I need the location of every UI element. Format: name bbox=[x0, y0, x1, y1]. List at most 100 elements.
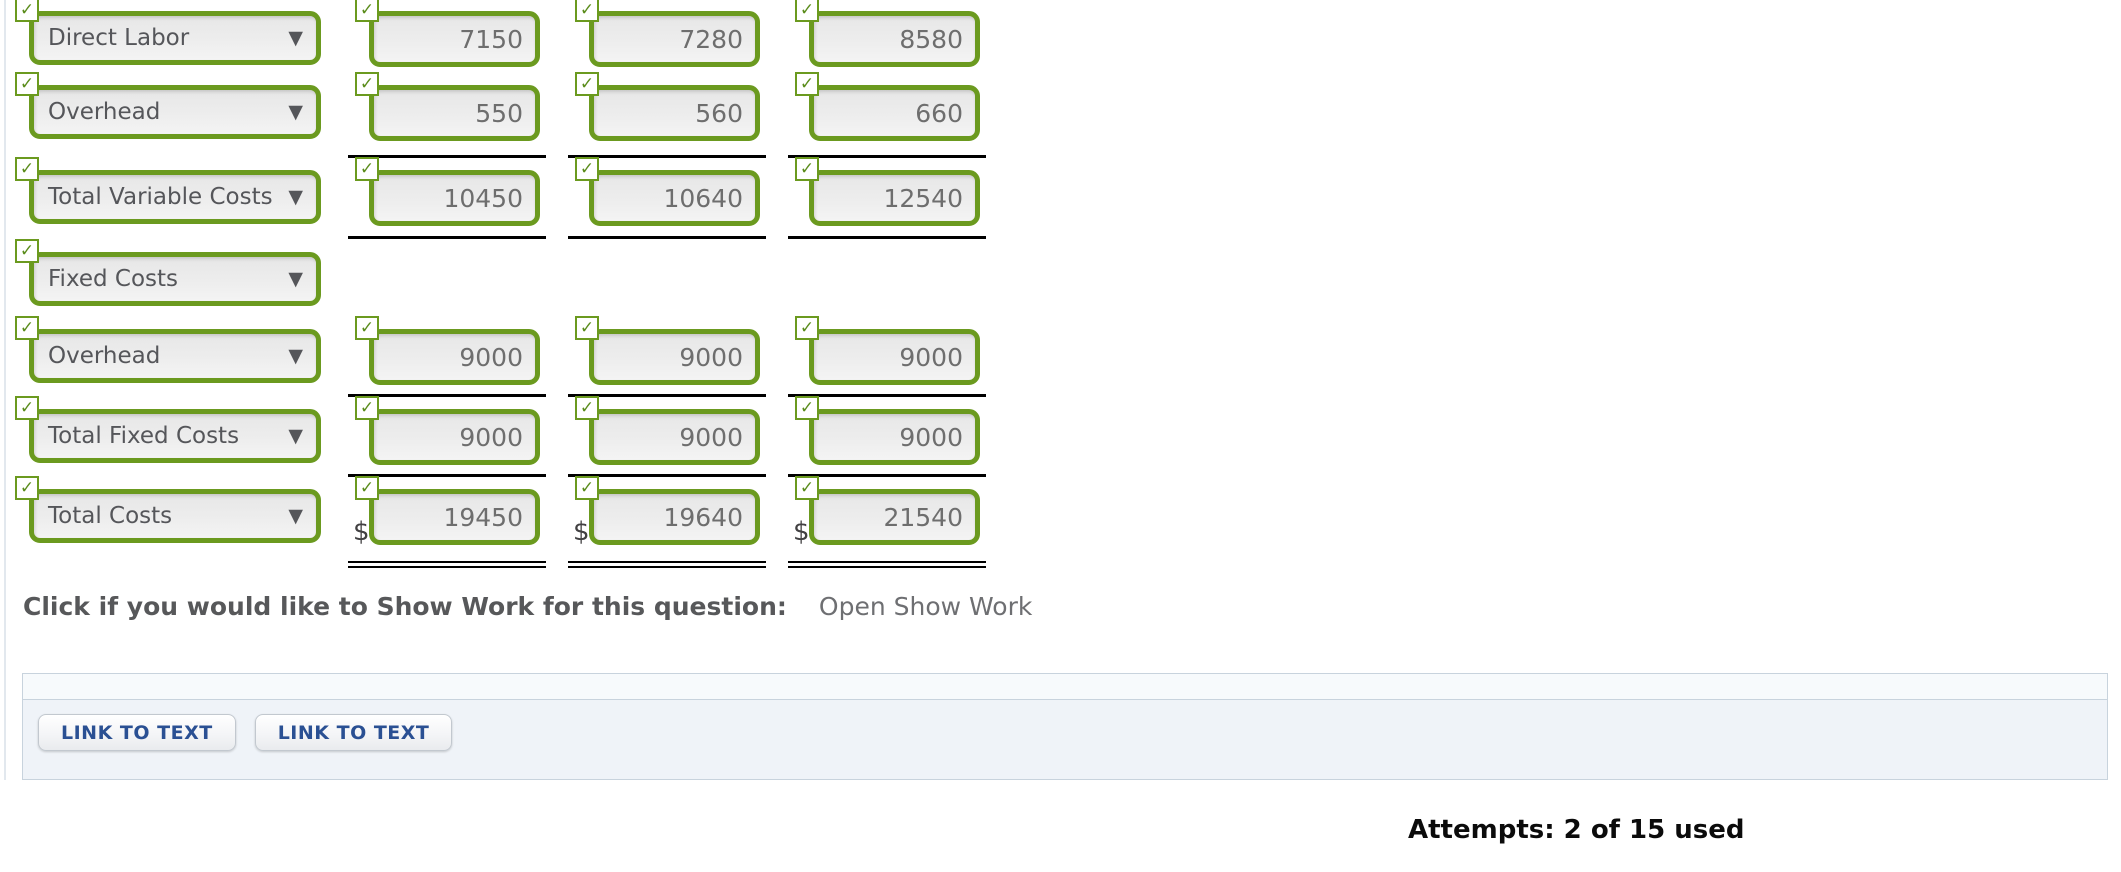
correct-checkmark-icon: ✓ bbox=[355, 396, 379, 420]
amount-input-box bbox=[369, 489, 540, 545]
accounting-underline bbox=[568, 561, 766, 563]
amount-input[interactable] bbox=[594, 494, 755, 540]
correct-checkmark-icon: ✓ bbox=[15, 157, 39, 181]
amount-input[interactable] bbox=[814, 414, 975, 460]
correct-checkmark-icon: ✓ bbox=[15, 239, 39, 263]
amount-input-box bbox=[369, 329, 540, 385]
amount-input[interactable] bbox=[814, 494, 975, 540]
amount-input[interactable] bbox=[374, 175, 535, 221]
correct-checkmark-icon: ✓ bbox=[15, 316, 39, 340]
dollar-sign: $ bbox=[793, 517, 810, 547]
amount-cell: ✓ bbox=[355, 0, 540, 67]
correct-checkmark-icon: ✓ bbox=[575, 0, 599, 22]
select-label: Fixed Costs bbox=[48, 266, 179, 292]
accounting-underline bbox=[348, 566, 546, 568]
amount-input-box bbox=[369, 85, 540, 141]
amount-input[interactable] bbox=[814, 90, 975, 136]
correct-checkmark-icon: ✓ bbox=[575, 157, 599, 181]
amount-cell: ✓ bbox=[795, 0, 980, 67]
question-container-border bbox=[4, 0, 6, 780]
accounting-underline bbox=[788, 474, 986, 477]
correct-checkmark-icon: ✓ bbox=[15, 72, 39, 96]
category-select-total-costs[interactable]: Total Costs▼✓ bbox=[15, 476, 321, 543]
link-to-text-button-2[interactable]: LINK TO TEXT bbox=[254, 714, 453, 751]
correct-checkmark-icon: ✓ bbox=[795, 476, 819, 500]
select-label: Total Variable Costs bbox=[48, 184, 273, 210]
amount-cell: ✓ bbox=[575, 157, 760, 226]
select-label: Total Fixed Costs bbox=[48, 423, 240, 449]
open-show-work-link[interactable]: Open Show Work bbox=[818, 592, 1033, 621]
correct-checkmark-icon: ✓ bbox=[15, 396, 39, 420]
amount-cell: ✓ bbox=[355, 476, 540, 545]
footer-panel-body: LINK TO TEXT LINK TO TEXT bbox=[23, 700, 2107, 779]
amount-input[interactable] bbox=[594, 175, 755, 221]
correct-checkmark-icon: ✓ bbox=[575, 72, 599, 96]
amount-input-box bbox=[589, 11, 760, 67]
accounting-underline bbox=[788, 236, 986, 239]
amount-input[interactable] bbox=[814, 334, 975, 380]
select-box: Overhead▼ bbox=[29, 329, 321, 383]
link-to-text-button-1[interactable]: LINK TO TEXT bbox=[38, 714, 236, 751]
dropdown-arrow-icon: ▼ bbox=[288, 186, 303, 208]
select-box: Total Variable Costs ▼ bbox=[29, 170, 321, 224]
accounting-underline bbox=[788, 566, 986, 568]
amount-input[interactable] bbox=[374, 90, 535, 136]
amount-input-box bbox=[589, 329, 760, 385]
correct-checkmark-icon: ✓ bbox=[575, 396, 599, 420]
amount-input[interactable] bbox=[374, 414, 535, 460]
correct-checkmark-icon: ✓ bbox=[795, 396, 819, 420]
correct-checkmark-icon: ✓ bbox=[795, 316, 819, 340]
amount-input[interactable] bbox=[814, 16, 975, 62]
correct-checkmark-icon: ✓ bbox=[795, 157, 819, 181]
accounting-underline bbox=[788, 561, 986, 563]
category-select-direct-labor[interactable]: Direct Labor▼✓ bbox=[15, 0, 321, 65]
accounting-underline bbox=[568, 236, 766, 239]
amount-cell: ✓ bbox=[795, 72, 980, 141]
category-select-overhead[interactable]: Overhead▼✓ bbox=[15, 72, 321, 139]
dropdown-arrow-icon: ▼ bbox=[288, 268, 303, 290]
amount-input[interactable] bbox=[374, 334, 535, 380]
amount-input[interactable] bbox=[594, 414, 755, 460]
accounting-underline bbox=[568, 474, 766, 477]
accounting-underline bbox=[788, 155, 986, 158]
correct-checkmark-icon: ✓ bbox=[355, 476, 379, 500]
dropdown-arrow-icon: ▼ bbox=[288, 27, 303, 49]
category-select-overhead[interactable]: Overhead▼✓ bbox=[15, 316, 321, 383]
amount-input-box bbox=[809, 170, 980, 226]
amount-cell: ✓ bbox=[355, 72, 540, 141]
amount-cell: ✓ bbox=[575, 396, 760, 465]
correct-checkmark-icon: ✓ bbox=[575, 476, 599, 500]
show-work-row: Click if you would like to Show Work for… bbox=[23, 592, 1032, 621]
amount-input[interactable] bbox=[374, 494, 535, 540]
amount-input[interactable] bbox=[594, 334, 755, 380]
amount-input[interactable] bbox=[594, 16, 755, 62]
amount-input-box bbox=[369, 11, 540, 67]
amount-cell: ✓ bbox=[355, 396, 540, 465]
accounting-underline bbox=[568, 394, 766, 397]
amount-cell: ✓ bbox=[575, 0, 760, 67]
category-select-total-variable-costs[interactable]: Total Variable Costs ▼ ✓ bbox=[15, 157, 321, 224]
amount-cell: ✓ bbox=[795, 476, 980, 545]
amount-input[interactable] bbox=[594, 90, 755, 136]
correct-checkmark-icon: ✓ bbox=[795, 0, 819, 22]
amount-input[interactable] bbox=[814, 175, 975, 221]
amount-cell: ✓ bbox=[575, 72, 760, 141]
dollar-sign: $ bbox=[353, 517, 370, 547]
amount-input-box bbox=[809, 11, 980, 67]
amount-input-box bbox=[589, 85, 760, 141]
accounting-underline bbox=[348, 474, 546, 477]
select-box: Total Fixed Costs▼ bbox=[29, 409, 321, 463]
amount-input-box bbox=[589, 409, 760, 465]
correct-checkmark-icon: ✓ bbox=[15, 476, 39, 500]
select-label: Overhead bbox=[48, 99, 161, 125]
amount-input-box bbox=[589, 170, 760, 226]
footer-panel-header-strip bbox=[23, 674, 2107, 700]
category-select-fixed-costs[interactable]: Fixed Costs ▼ ✓ bbox=[15, 239, 321, 306]
amount-input[interactable] bbox=[374, 16, 535, 62]
category-select-total-fixed-costs[interactable]: Total Fixed Costs▼✓ bbox=[15, 396, 321, 463]
amount-input-box bbox=[809, 409, 980, 465]
correct-checkmark-icon: ✓ bbox=[795, 72, 819, 96]
amount-cell: ✓ bbox=[795, 396, 980, 465]
correct-checkmark-icon: ✓ bbox=[355, 0, 379, 22]
